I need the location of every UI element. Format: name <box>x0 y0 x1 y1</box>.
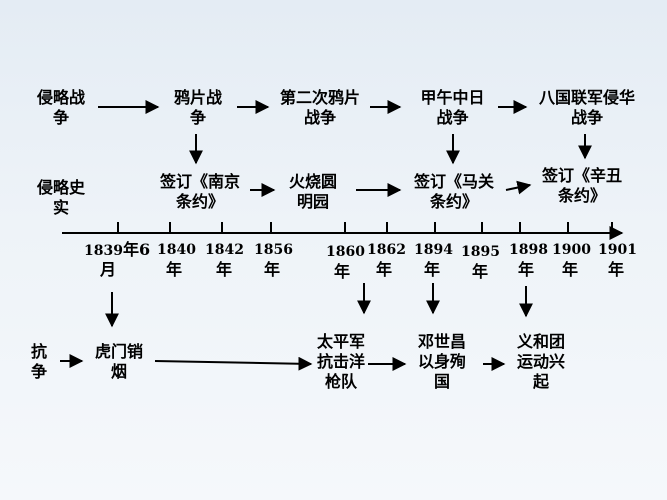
year-1839-number: 1839 <box>84 243 123 259</box>
war-opium: 鸦片战 争 <box>160 88 236 128</box>
year-1900: 1900 <box>552 242 591 258</box>
row-title-resistance-line1: 抗 <box>30 342 47 361</box>
year-1898: 1898 <box>509 242 548 258</box>
war-opium-line2: 争 <box>189 108 206 127</box>
history-treaty-nanjing: 签订《南京 条约》 <box>150 172 250 212</box>
year-1842-unit: 年 <box>216 260 233 279</box>
row-title-aggression-history-line1: 侵略史 <box>36 178 85 197</box>
resistance-humen-line1: 虎门销 <box>94 342 143 361</box>
year-1862-unit: 年 <box>376 260 393 279</box>
history-boxer-protocol-line1: 签订《辛丑 <box>541 166 622 185</box>
history-treaty-nanjing-line1: 签订《南京 <box>159 172 240 191</box>
year-1860-unit: 年 <box>334 262 351 281</box>
war-second-opium: 第二次鸦片 战争 <box>270 88 370 128</box>
resistance-taiping-line1: 太平军 <box>316 332 365 351</box>
history-treaty-shimonoseki: 签订《马关 条约》 <box>404 172 504 212</box>
war-sino-japanese-line2: 战争 <box>436 108 469 127</box>
history-burning-yuanmingyuan: 火烧圆 明园 <box>278 172 348 212</box>
arrow-humen-to-taiping <box>154 356 313 371</box>
row-title-aggression-history: 侵略史 实 <box>30 178 92 218</box>
resistance-taiping: 太平军 抗击洋 枪队 <box>313 332 369 392</box>
year-1839: 1839年6 <box>84 240 150 261</box>
war-eight-nation-line1: 八国联军侵华 <box>538 88 635 107</box>
year-1856-unit: 年 <box>264 260 281 279</box>
resistance-boxer-movement-line2: 运动兴 <box>516 352 565 371</box>
resistance-taiping-line3: 枪队 <box>324 372 357 391</box>
row-title-resistance: 抗 争 <box>24 342 54 382</box>
year-1840: 1840 <box>157 242 196 258</box>
history-burning-yuanmingyuan-line2: 明园 <box>296 192 329 211</box>
year-1862: 1862 <box>367 242 406 258</box>
resistance-boxer-movement-line3: 起 <box>532 372 549 391</box>
history-treaty-shimonoseki-line1: 签订《马关 <box>413 172 494 191</box>
year-1894-unit: 年 <box>424 260 441 279</box>
year-1901-unit: 年 <box>608 260 625 279</box>
year-1856: 1856 <box>254 242 293 258</box>
resistance-deng-shichang: 邓世昌 以身殉 国 <box>407 332 477 392</box>
resistance-boxer-movement: 义和团 运动兴 起 <box>506 332 576 392</box>
row-title-aggression-war-line2: 争 <box>52 108 69 127</box>
year-1901: 1901 <box>598 242 637 258</box>
year-1842: 1842 <box>205 242 244 258</box>
history-boxer-protocol-line2: 条约》 <box>557 186 606 205</box>
resistance-boxer-movement-line1: 义和团 <box>516 332 565 351</box>
row-title-resistance-line2: 争 <box>30 362 47 381</box>
row-title-aggression-war: 侵略战 争 <box>30 88 92 128</box>
resistance-deng-shichang-line1: 邓世昌 <box>417 332 466 351</box>
war-opium-line1: 鸦片战 <box>173 88 222 107</box>
year-1895-unit: 年 <box>472 262 489 281</box>
history-treaty-nanjing-line2: 条约》 <box>175 192 224 211</box>
arrow-shimonoseki-to-boxer-protocol <box>505 180 532 195</box>
year-1898-unit: 年 <box>518 260 535 279</box>
war-sino-japanese: 甲午中日 战争 <box>405 88 500 128</box>
year-1894: 1894 <box>414 242 453 258</box>
history-boxer-protocol: 签订《辛丑 条约》 <box>532 166 632 206</box>
year-1900-unit: 年 <box>562 260 579 279</box>
resistance-humen-line2: 烟 <box>110 362 127 381</box>
year-1860: 1860 <box>326 244 365 260</box>
war-second-opium-line2: 战争 <box>303 108 336 127</box>
war-second-opium-line1: 第二次鸦片 <box>279 88 360 107</box>
year-1895: 1895 <box>461 244 500 260</box>
row-title-aggression-war-line1: 侵略战 <box>36 88 85 107</box>
year-1840-unit: 年 <box>166 260 183 279</box>
year-1839-unit: 年6 <box>122 240 151 259</box>
timeline-ticks <box>117 222 613 233</box>
year-1839-month: 月 <box>100 260 117 279</box>
history-burning-yuanmingyuan-line1: 火烧圆 <box>288 172 337 191</box>
resistance-deng-shichang-line2: 以身殉 <box>417 352 466 371</box>
history-treaty-shimonoseki-line2: 条约》 <box>429 192 478 211</box>
war-eight-nation-line2: 战争 <box>570 108 603 127</box>
resistance-humen: 虎门销 烟 <box>84 342 154 382</box>
resistance-deng-shichang-line3: 国 <box>433 372 450 391</box>
war-eight-nation: 八国联军侵华 战争 <box>528 88 646 128</box>
war-sino-japanese-line1: 甲午中日 <box>420 88 485 107</box>
resistance-taiping-line2: 抗击洋 <box>316 352 365 371</box>
row-title-aggression-history-line2: 实 <box>52 198 69 217</box>
